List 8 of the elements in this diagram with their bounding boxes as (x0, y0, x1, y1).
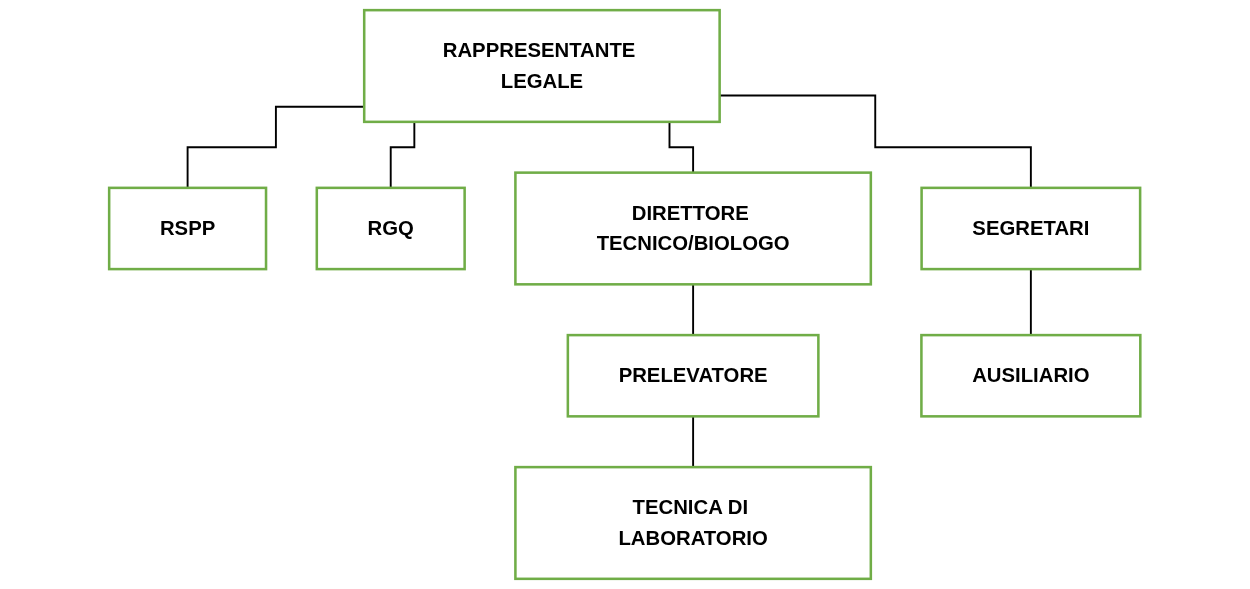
node-box: RGQ (315, 186, 467, 271)
node-box: SEGRETARI (920, 186, 1142, 271)
node-box: RAPPRESENTANTE LEGALE (363, 8, 722, 124)
node-box: RSPP (108, 186, 268, 271)
node-box: AUSILIARIO (920, 333, 1142, 418)
node-box: PRELEVATORE (566, 333, 820, 418)
node-box: TECNICA DI LABORATORIO (514, 465, 873, 581)
node-box: DIRETTORE TECNICO/BIOLOGO (514, 171, 873, 286)
